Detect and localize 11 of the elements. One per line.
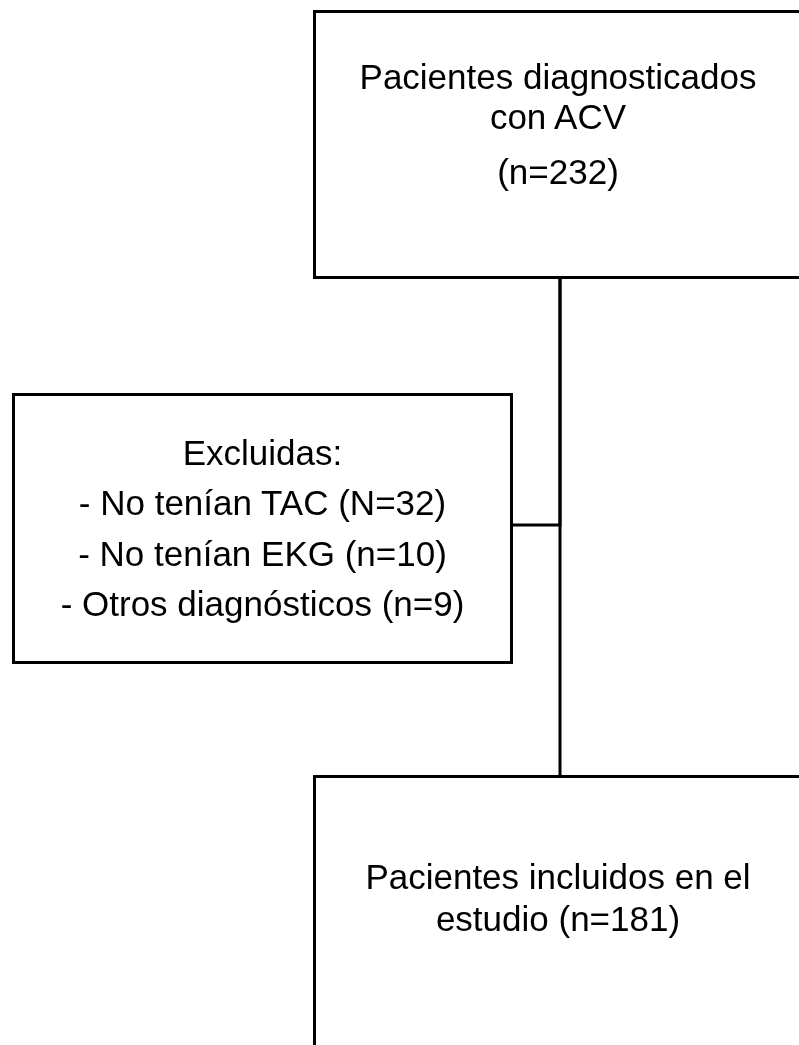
box-text: - Otros diagnósticos (n=9) bbox=[60, 585, 465, 624]
connector-line bbox=[558, 279, 562, 775]
included-patients-box bbox=[313, 775, 799, 1045]
box-text: Pacientes diagnosticados con ACV bbox=[358, 57, 758, 138]
exclusion-box bbox=[12, 393, 513, 664]
box-text: (n=232) bbox=[497, 151, 619, 192]
box-text: - No tenían TAC (N=32) bbox=[78, 484, 447, 523]
box-text: - No tenían EKG (n=10) bbox=[78, 534, 447, 573]
box-text: Excluidas: bbox=[182, 433, 343, 472]
diagnosed-patients-box bbox=[313, 10, 799, 279]
box-text: Pacientes incluidos en el estudio (n=181) bbox=[364, 855, 752, 940]
